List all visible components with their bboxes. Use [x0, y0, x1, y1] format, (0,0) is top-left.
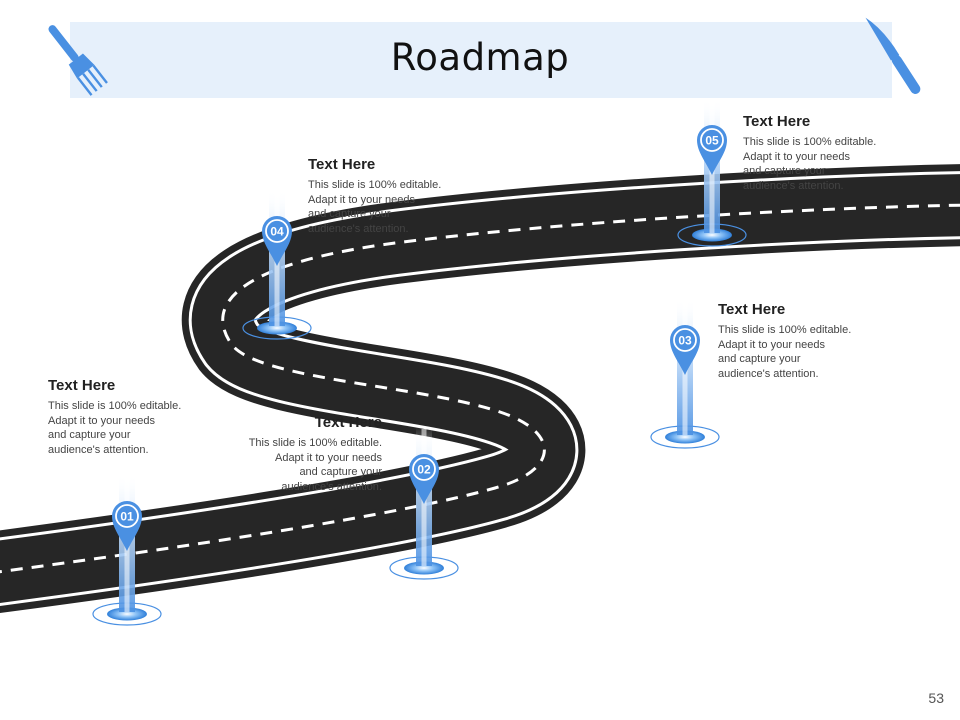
map-pin-icon: [670, 325, 700, 375]
milestone-description-01: This slide is 100% editable. Adapt it to…: [48, 400, 182, 456]
knife-icon: [865, 17, 921, 94]
map-pin-icon: [112, 501, 142, 551]
milestone-description-02: This slide is 100% editable. Adapt it to…: [248, 437, 382, 493]
milestone-text-02: Text Here This slide is 100% editable. A…: [222, 414, 382, 494]
milestone-text-01: Text Here This slide is 100% editable. A…: [48, 377, 208, 457]
milestone-pin-02: 02: [389, 427, 459, 580]
milestone-heading-05: Text Here: [743, 113, 811, 130]
milestone-number-02: 02: [417, 463, 431, 477]
pin-ring: [115, 504, 139, 528]
milestone-text-04: Text Here This slide is 100% editable. A…: [308, 156, 468, 236]
center-line: [0, 203, 960, 574]
milestone-number-04: 04: [270, 225, 284, 239]
pin-base-glow: [692, 228, 732, 242]
page-title: Roadmap: [390, 36, 570, 79]
pin-ring: [265, 219, 289, 243]
milestone-heading-01: Text Here: [48, 377, 116, 394]
page-number: 53: [928, 690, 944, 706]
milestone-heading-02: Text Here: [314, 414, 382, 431]
milestone-description-03: This slide is 100% editable. Adapt it to…: [718, 324, 852, 380]
map-pin-icon: [409, 454, 439, 504]
pin-ring: [412, 457, 436, 481]
pin-base-glow: [665, 430, 705, 444]
milestone-number-03: 03: [678, 334, 692, 348]
pin-ring: [673, 328, 697, 352]
milestone-number-01: 01: [120, 510, 134, 524]
milestone-pin-05: 05: [677, 98, 747, 247]
milestone-pin-04: 04: [242, 189, 312, 340]
milestone-pin-03: 03: [650, 298, 720, 449]
pin-base-glow: [404, 561, 444, 575]
milestone-description-05: This slide is 100% editable. Adapt it to…: [743, 136, 877, 192]
map-pin-icon: [697, 125, 727, 175]
milestone-heading-04: Text Here: [308, 156, 376, 173]
milestone-text-03: Text Here This slide is 100% editable. A…: [718, 301, 878, 381]
milestone-pin-01: 01: [92, 474, 162, 626]
milestone-description-04: This slide is 100% editable. Adapt it to…: [308, 179, 442, 235]
milestone-heading-03: Text Here: [718, 301, 786, 318]
pin-base-glow: [107, 607, 147, 621]
title-banner: [70, 22, 892, 98]
pin-base-glow: [257, 321, 297, 335]
milestone-text-05: Text Here This slide is 100% editable. A…: [743, 113, 903, 193]
map-pin-icon: [262, 216, 292, 266]
fork-icon: [48, 25, 108, 96]
milestone-number-05: 05: [705, 134, 719, 148]
road: [0, 164, 960, 614]
pin-ring: [700, 128, 724, 152]
